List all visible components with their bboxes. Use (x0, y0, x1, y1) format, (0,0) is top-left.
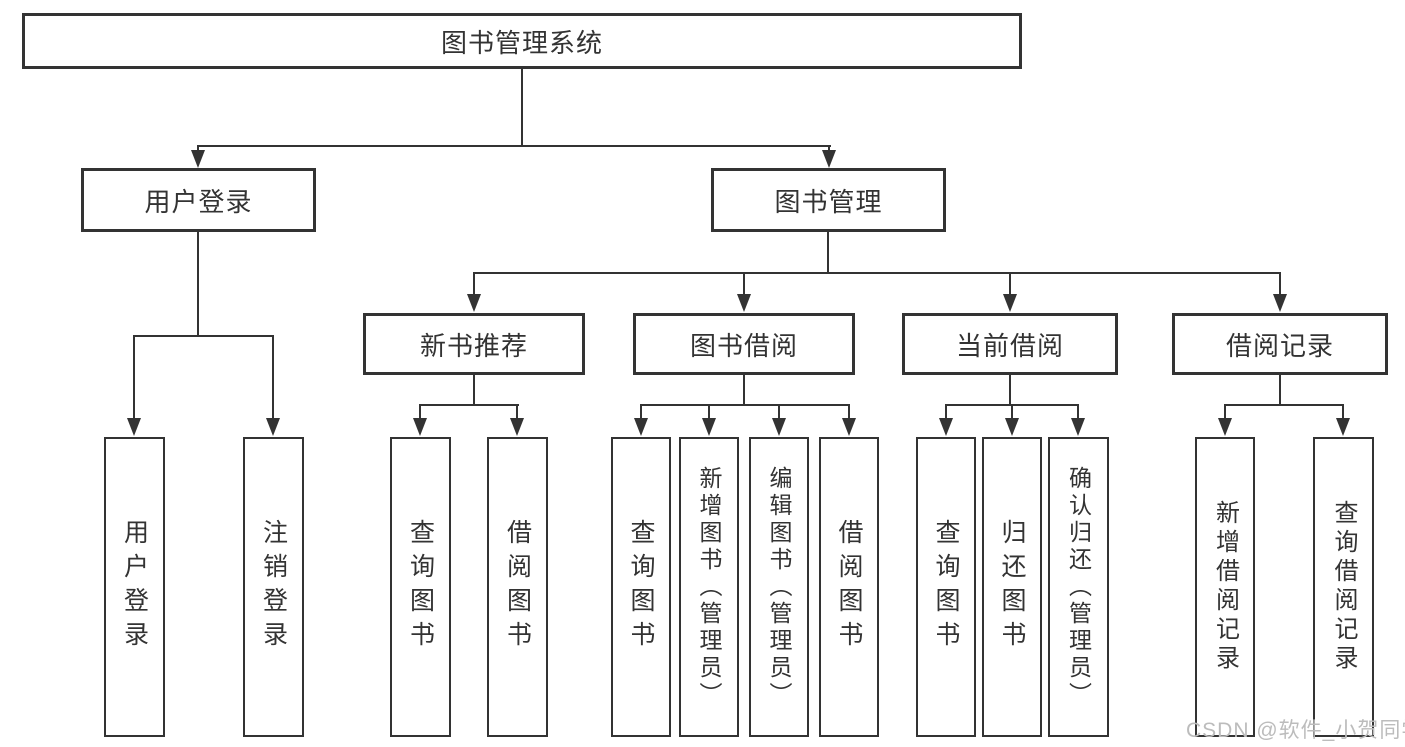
connector-arrowhead (737, 294, 751, 312)
leaf-label: 查询借阅记录 (1330, 500, 1357, 674)
leaf-label: 注销登录 (259, 519, 288, 655)
node-book-borrowing: 图书借阅 (633, 313, 855, 375)
node-library-management-system: 图书管理系统 (22, 13, 1022, 69)
connector-arrow-shaft (473, 272, 475, 298)
connector-arrowhead (842, 418, 856, 436)
node-book-management: 图书管理 (711, 168, 946, 232)
leaf-query-books-borrowing: 查询图书 (611, 437, 671, 737)
leaf-label: 查询图书 (627, 519, 655, 655)
connector-arrowhead (634, 418, 648, 436)
connector-arrowhead (266, 418, 280, 436)
leaf-logout: 注销登录 (243, 437, 304, 737)
leaf-add-borrow-record: 新增借阅记录 (1195, 437, 1255, 737)
connector-arrowhead (467, 294, 481, 312)
connector-arrow-shaft (1279, 272, 1281, 298)
connector-arrowhead (1218, 418, 1232, 436)
leaf-user-login: 用户登录 (104, 437, 165, 737)
connector-arrow-shaft (516, 404, 518, 421)
node-borrowing-records: 借阅记录 (1172, 313, 1388, 375)
leaf-borrow-books-borrowing: 借阅图书 (819, 437, 879, 737)
leaf-label: 新增借阅记录 (1211, 500, 1239, 674)
connector-vline (1009, 373, 1011, 406)
connector-hline (473, 272, 1281, 274)
connector-arrow-shaft (1077, 404, 1079, 421)
connector-vline (473, 373, 475, 406)
connector-arrowhead (1273, 294, 1287, 312)
connector-arrow-shaft (945, 404, 947, 421)
leaf-query-books-recommend: 查询图书 (390, 437, 451, 737)
connector-vline (827, 230, 829, 274)
connector-arrow-shaft (1011, 404, 1013, 421)
leaf-query-books-current: 查询图书 (916, 437, 976, 737)
connector-arrow-shaft (1224, 404, 1226, 421)
connector-hline (1224, 404, 1344, 406)
connector-arrow-shaft (778, 404, 780, 421)
leaf-label: 借阅图书 (503, 519, 532, 655)
node-label: 新书推荐 (419, 330, 528, 361)
connector-arrow-shaft (848, 404, 850, 421)
connector-arrowhead (127, 418, 141, 436)
leaf-label: 归还图书 (998, 519, 1026, 655)
node-label: 借阅记录 (1225, 330, 1334, 361)
node-label: 图书管理系统 (440, 27, 603, 58)
connector-arrowhead (702, 418, 716, 436)
leaf-label: 借阅图书 (835, 519, 863, 655)
connector-arrowhead (772, 418, 786, 436)
leaf-label: 查询图书 (406, 519, 435, 655)
leaf-label: 用户登录 (120, 519, 149, 655)
node-label: 用户登录 (144, 186, 253, 217)
connector-arrow-shaft (708, 404, 710, 421)
leaf-label: 查询图书 (932, 519, 960, 655)
node-label: 当前借阅 (955, 330, 1064, 361)
leaf-confirm-return-admin: 确认归还（管理员） (1048, 437, 1109, 737)
watermark: CSDN @软件_小贺同学 (1186, 719, 1405, 742)
connector-arrowhead (822, 150, 836, 168)
connector-arrow-shaft (640, 404, 642, 421)
connector-arrowhead (1071, 418, 1085, 436)
connector-hline (640, 404, 850, 406)
leaf-label: 编辑图书（管理员） (766, 465, 792, 709)
connector-arrowhead (1336, 418, 1350, 436)
connector-arrow-shaft (133, 335, 135, 420)
connector-arrow-shaft (743, 272, 745, 298)
connector-hline (419, 404, 519, 406)
node-label: 图书管理 (774, 186, 883, 217)
connector-arrow-shaft (419, 404, 421, 421)
connector-arrow-shaft (1342, 404, 1344, 421)
connector-arrowhead (1003, 294, 1017, 312)
leaf-edit-books-admin: 编辑图书（管理员） (749, 437, 809, 737)
leaf-add-books-admin: 新增图书（管理员） (679, 437, 739, 737)
leaf-borrow-books-recommend: 借阅图书 (487, 437, 548, 737)
connector-vline (521, 68, 523, 147)
node-new-book-recommendation: 新书推荐 (363, 313, 585, 375)
node-label: 图书借阅 (689, 330, 798, 361)
connector-hline (197, 145, 831, 147)
connector-arrow-shaft (272, 335, 274, 420)
connector-vline (197, 230, 199, 337)
connector-arrowhead (510, 418, 524, 436)
connector-arrowhead (413, 418, 427, 436)
leaf-return-books: 归还图书 (982, 437, 1042, 737)
connector-arrowhead (191, 150, 205, 168)
connector-vline (743, 373, 745, 406)
leaf-query-borrow-record: 查询借阅记录 (1313, 437, 1374, 737)
connector-arrow-shaft (1009, 272, 1011, 298)
connector-hline (133, 335, 274, 337)
connector-arrowhead (1005, 418, 1019, 436)
connector-arrowhead (939, 418, 953, 436)
leaf-label: 新增图书（管理员） (696, 465, 722, 709)
node-user-login: 用户登录 (81, 168, 316, 232)
node-current-borrowing: 当前借阅 (902, 313, 1118, 375)
leaf-label: 确认归还（管理员） (1065, 465, 1092, 709)
connector-vline (1279, 373, 1281, 406)
